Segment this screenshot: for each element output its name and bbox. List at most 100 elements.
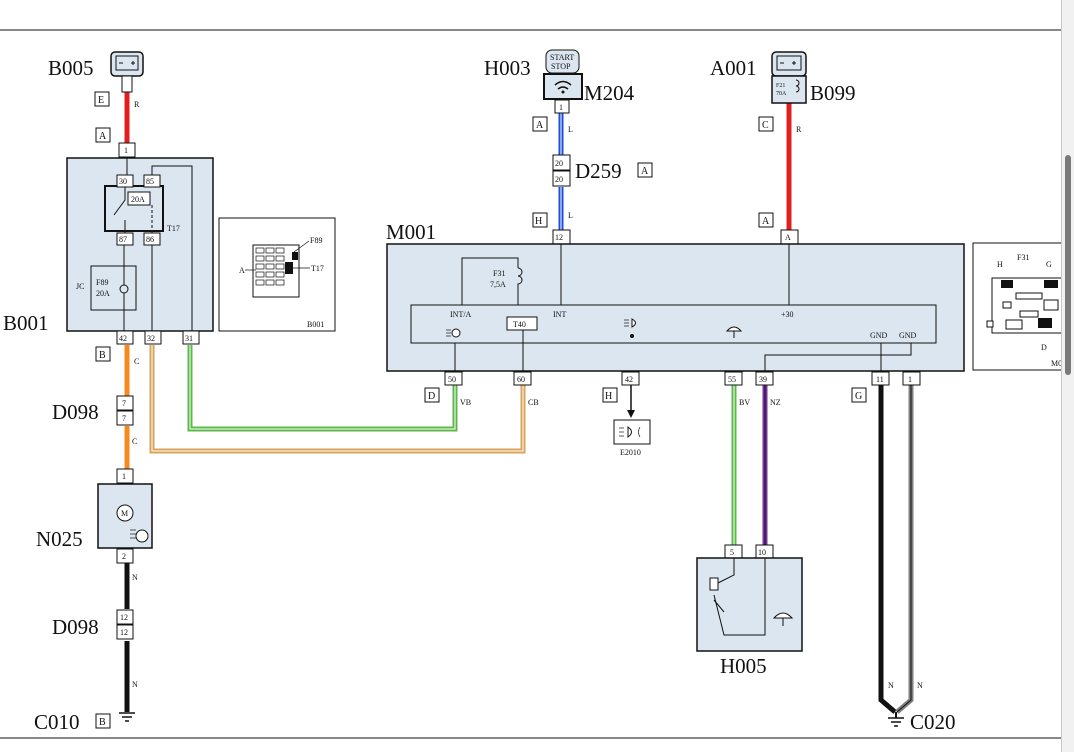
label-c020: C020 — [910, 710, 956, 734]
svg-text:12: 12 — [555, 233, 563, 242]
b001-box[interactable] — [66, 157, 214, 332]
b001-fuse-f89 — [90, 265, 137, 311]
svg-text:1: 1 — [124, 146, 128, 155]
b001-relay — [104, 185, 164, 232]
svg-text:1: 1 — [122, 472, 126, 481]
tag-b005-e: E — [98, 95, 104, 106]
tag-b099-c: C — [762, 120, 769, 131]
svg-text:12: 12 — [120, 628, 128, 637]
svg-text:5: 5 — [730, 548, 734, 557]
label-a001: A001 — [710, 56, 757, 80]
wire-ground-gnd[interactable] — [878, 385, 914, 714]
svg-text:T40: T40 — [513, 320, 526, 329]
label-b001: B001 — [3, 311, 49, 335]
wire-label-n2: N — [132, 680, 138, 689]
svg-text:STOP: STOP — [551, 62, 571, 71]
tag-m001-g: G — [855, 391, 862, 402]
svg-text:7: 7 — [122, 399, 126, 408]
relay-t17: T17 — [167, 224, 180, 233]
svg-text:F89: F89 — [310, 236, 322, 245]
wireless-icon — [554, 80, 572, 94]
tag-m001-a: A — [762, 216, 770, 227]
inset-b001-label: B001 — [307, 320, 324, 329]
start-stop-button[interactable]: START STOP — [545, 49, 580, 74]
svg-text:87: 87 — [119, 235, 127, 244]
label-n025: N025 — [36, 527, 83, 551]
svg-text:7,5A: 7,5A — [490, 280, 506, 289]
b099-box[interactable] — [771, 75, 807, 104]
svg-text:INT: INT — [553, 310, 566, 319]
arrow-e2010 — [627, 410, 635, 418]
label-m001: M001 — [386, 220, 436, 244]
label-h005: H005 — [720, 654, 767, 678]
wire-green-vb[interactable] — [187, 345, 458, 432]
vertical-scrollbar[interactable] — [1061, 0, 1074, 752]
scrollbar-thumb[interactable] — [1065, 155, 1071, 375]
svg-text:A: A — [785, 233, 791, 242]
svg-text:39: 39 — [759, 375, 767, 384]
fuse-box-m001-icon — [986, 277, 1062, 334]
svg-text:10: 10 — [758, 548, 766, 557]
svg-text:11: 11 — [876, 375, 884, 384]
wire-label-gn2: N — [917, 681, 923, 690]
svg-text:32: 32 — [147, 334, 155, 343]
svg-text:INT/A: INT/A — [450, 310, 472, 319]
svg-text:60: 60 — [517, 375, 525, 384]
svg-text:1: 1 — [908, 375, 912, 384]
wire-label-cb: CB — [528, 398, 539, 407]
motor-icon: M — [116, 504, 134, 522]
label-d259: D259 — [575, 159, 622, 183]
svg-text:55: 55 — [728, 375, 736, 384]
wire-tan-cb[interactable] — [149, 345, 526, 454]
svg-text:GND: GND — [899, 331, 917, 340]
label-d098-bot: D098 — [52, 615, 99, 639]
svg-text:31: 31 — [185, 334, 193, 343]
svg-text:7: 7 — [122, 414, 126, 423]
tag-c010-b: B — [99, 717, 106, 728]
relay-20a: 20A — [131, 195, 145, 204]
svg-text:42: 42 — [119, 334, 127, 343]
battery-b005-icon — [110, 51, 144, 93]
tag-m001-h2: H — [605, 391, 612, 402]
svg-text:D: D — [1041, 343, 1047, 352]
battery-a001-icon — [771, 51, 807, 77]
svg-text:70A: 70A — [776, 91, 787, 97]
label-b099: B099 — [810, 81, 856, 105]
wire-label-vb: VB — [460, 398, 471, 407]
wire-label-l2: L — [568, 211, 573, 220]
svg-text:G: G — [1046, 260, 1052, 269]
h005-box[interactable] — [696, 557, 803, 652]
wire-label-bv: BV — [739, 398, 750, 407]
svg-text:20: 20 — [555, 175, 563, 184]
tag-m001-d: D — [428, 391, 435, 402]
label-b005: B005 — [48, 56, 94, 80]
tag-b001-a: A — [99, 131, 107, 142]
wire-label-n1: N — [132, 573, 138, 582]
svg-text:30: 30 — [119, 177, 127, 186]
svg-text:86: 86 — [146, 235, 154, 244]
svg-text:F31: F31 — [493, 269, 505, 278]
svg-text:T17: T17 — [311, 264, 324, 273]
lowbeam-icon — [624, 318, 636, 338]
svg-text:12: 12 — [120, 613, 128, 622]
label-h003: H003 — [484, 56, 531, 80]
wire-label-r2: R — [796, 125, 802, 134]
wiper-icon — [725, 326, 743, 338]
svg-text:H: H — [997, 260, 1003, 269]
svg-text:GND: GND — [870, 331, 888, 340]
svg-text:20: 20 — [555, 159, 563, 168]
label-c010: C010 — [34, 710, 80, 734]
svg-text:20A: 20A — [96, 289, 110, 298]
tag-d259-a: A — [641, 166, 649, 177]
tag-b001-b: B — [99, 350, 106, 361]
label-e2010: E2010 — [620, 448, 641, 457]
fuse-box-icon — [252, 244, 300, 298]
svg-text:START: START — [550, 53, 574, 62]
svg-text:1: 1 — [559, 103, 563, 112]
headlamp-switch-icon — [446, 328, 461, 338]
jc-label: JC — [76, 282, 84, 291]
headlamp-icon — [130, 529, 149, 543]
svg-text:F31: F31 — [1017, 253, 1029, 262]
svg-text:M: M — [121, 509, 128, 518]
